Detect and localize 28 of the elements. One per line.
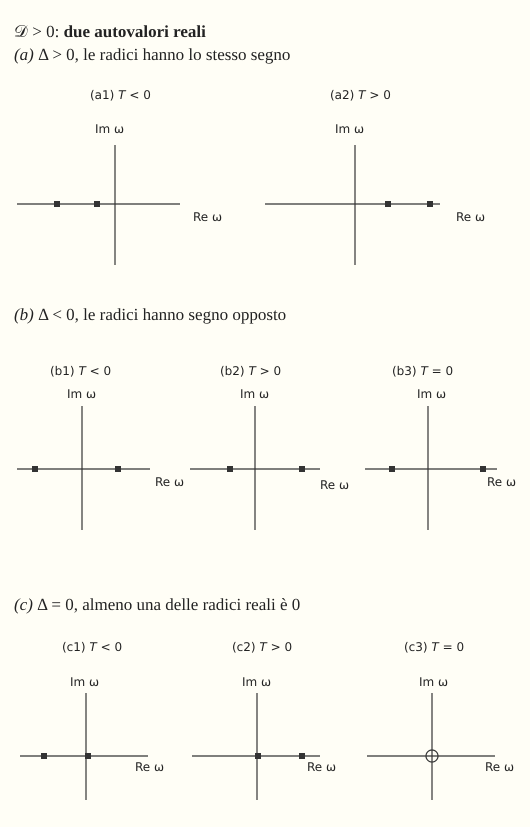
plot-caption: (b2) T > 0: [220, 364, 282, 378]
imaginary-axis-label: Im ω: [417, 387, 446, 401]
plot-caption: (c1) T < 0: [62, 640, 122, 654]
section-heading: (b) Δ < 0, le radici hanno segno opposto: [14, 305, 286, 325]
plot-caption: (c3) T = 0: [404, 640, 464, 654]
plot-caption: (a2) T > 0: [330, 88, 391, 102]
imaginary-axis-label: Im ω: [67, 387, 96, 401]
section-heading: (c) Δ = 0, almeno una delle radici reali è 0: [14, 595, 300, 615]
imaginary-axis-label: Im ω: [242, 675, 272, 689]
real-axis-label: Re ω: [320, 478, 350, 492]
real-axis-label: Re ω: [193, 210, 222, 224]
real-axis-label: Re ω: [135, 760, 164, 774]
section-heading: (a) Δ > 0, le radici hanno lo stesso segno: [14, 45, 290, 65]
imaginary-axis-label: Im ω: [95, 122, 124, 136]
real-axis-label: Re ω: [155, 475, 184, 489]
real-axis-label: Re ω: [487, 475, 516, 489]
real-axis-label: Re ω: [485, 760, 514, 774]
plot-caption: (a1) T < 0: [90, 88, 151, 102]
plot-caption: (c2) T > 0: [232, 640, 292, 654]
imaginary-axis-label: Im ω: [240, 387, 270, 401]
plot-caption: (b3) T = 0: [392, 364, 454, 378]
section-title: 𝒟 > 0: due autovalori reali: [14, 22, 206, 42]
real-axis-label: Re ω: [307, 760, 336, 774]
imaginary-axis-label: Im ω: [335, 122, 364, 136]
real-axis-label: Re ω: [456, 210, 486, 224]
imaginary-axis-label: Im ω: [419, 675, 448, 689]
imaginary-axis-label: Im ω: [70, 675, 100, 689]
plot-caption: (b1) T < 0: [50, 364, 112, 378]
